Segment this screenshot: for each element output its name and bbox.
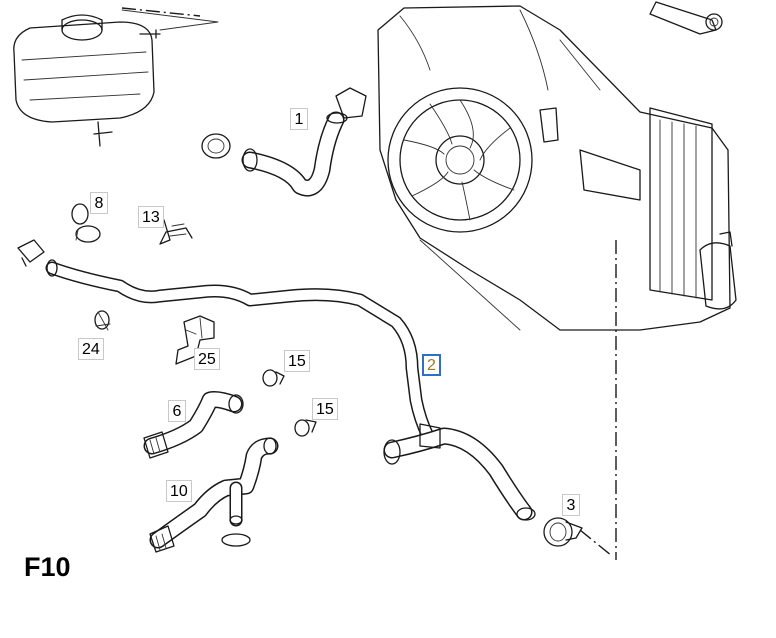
coolant-hose-part-2[interactable] <box>17 239 536 521</box>
callout-6[interactable]: 6 <box>168 400 186 422</box>
callout-1[interactable]: 1 <box>290 108 308 130</box>
clamp-part-8[interactable] <box>71 203 101 243</box>
upper-hose-part-1[interactable] <box>201 111 348 197</box>
callout-15-upper[interactable]: 15 <box>284 350 310 372</box>
callout-10[interactable]: 10 <box>166 480 192 502</box>
callout-24[interactable]: 24 <box>78 338 104 360</box>
clamp-part-15-lower[interactable] <box>294 419 317 437</box>
callout-2[interactable]: 2 <box>422 354 441 376</box>
clamp-part-3[interactable] <box>543 517 583 547</box>
diagram-code: F10 <box>24 552 71 582</box>
callout-25[interactable]: 25 <box>194 348 220 370</box>
hose-part-6[interactable] <box>143 391 244 459</box>
callout-13[interactable]: 13 <box>138 206 164 228</box>
clip-part-24[interactable] <box>94 310 111 331</box>
callout-15-lower[interactable]: 15 <box>312 398 338 420</box>
bracket-part-13[interactable] <box>159 219 193 245</box>
callout-3[interactable]: 3 <box>562 494 580 516</box>
expansion-tank[interactable] <box>13 7 219 147</box>
clamp-part-15-upper[interactable] <box>262 369 285 387</box>
leader-line <box>579 240 617 560</box>
sensor-part[interactable] <box>649 1 723 35</box>
hose-part-10[interactable] <box>149 437 279 553</box>
radiator-fan-assembly[interactable] <box>335 5 737 331</box>
callout-8[interactable]: 8 <box>90 192 108 214</box>
